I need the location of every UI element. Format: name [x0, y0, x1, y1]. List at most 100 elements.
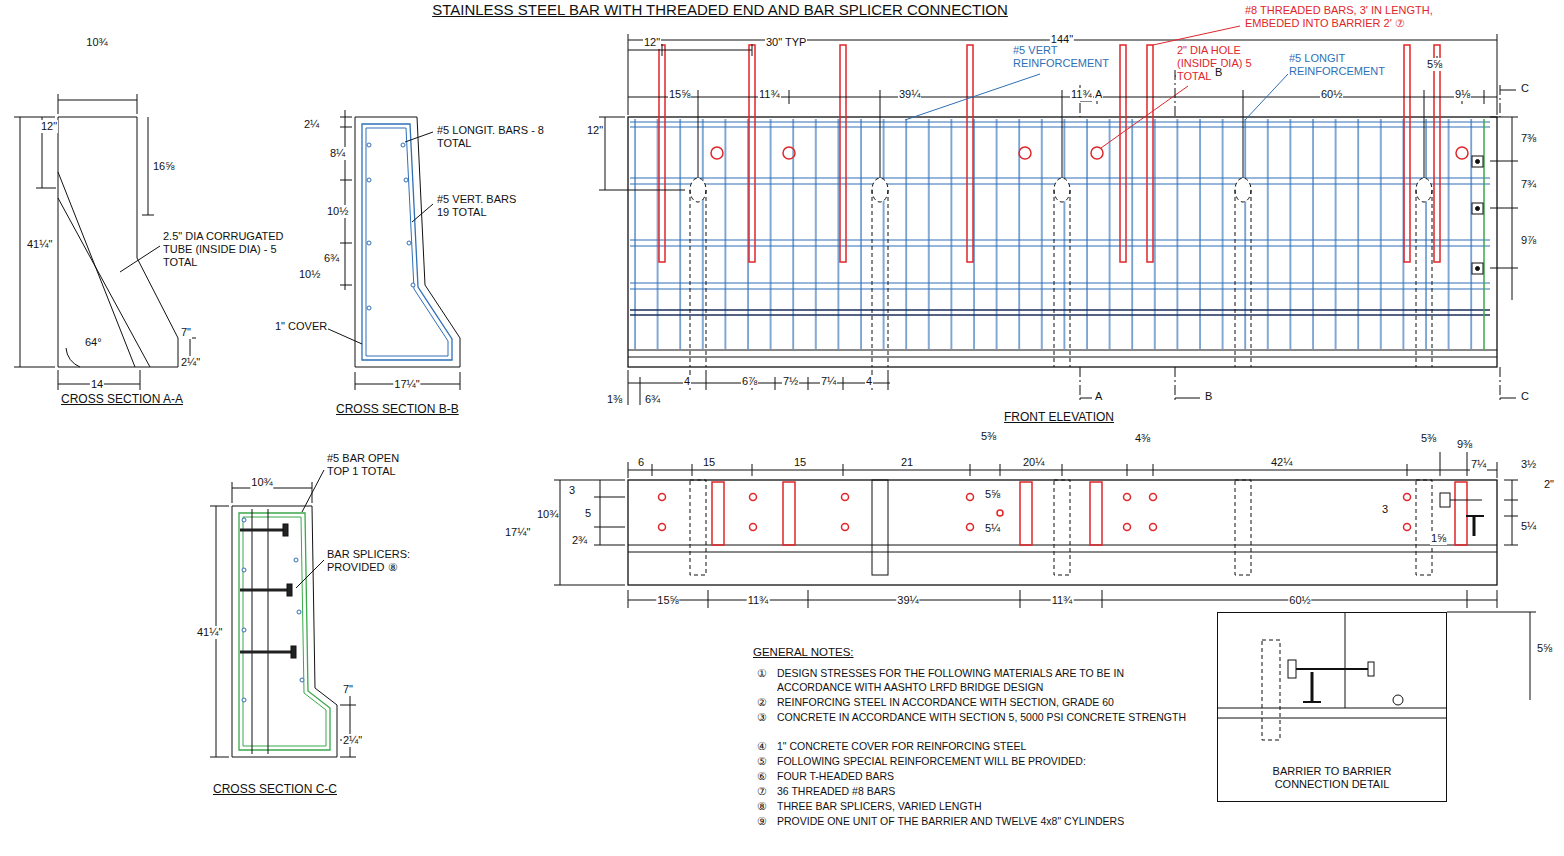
dimension-text: 7⅜	[1520, 132, 1537, 145]
callout-text: #8 THREADED BARS, 3' IN LENGTH, EMBEDED …	[1244, 4, 1461, 30]
dimension-text: 5	[584, 507, 592, 520]
note-text: DESIGN STRESSES FOR THE FOLLOWING MATERI…	[776, 666, 1198, 694]
dimension-text: 11¾	[758, 88, 781, 101]
callout-text: #5 VERT. BARS 19 TOTAL	[436, 193, 530, 219]
dimension-text: 3½	[1520, 458, 1537, 471]
dimension-text: 21	[900, 456, 914, 469]
note-number: ①	[756, 666, 768, 680]
dimension-text: 3	[1381, 503, 1389, 516]
callout-text: #5 LONGIT REINFORCEMENT	[1288, 52, 1398, 78]
section-title: CROSS SECTION B-B	[335, 402, 460, 416]
callout-text: #5 BAR OPEN TOP 1 TOTAL	[326, 452, 406, 478]
dimension-text: 6¾	[323, 252, 340, 265]
dimension-text: 9⅛	[1454, 88, 1471, 101]
dimension-text: 10½	[298, 268, 321, 281]
plan-view	[554, 452, 1518, 608]
dimension-text: 7"	[180, 326, 192, 339]
dimension-text: 11¾	[747, 594, 770, 607]
note-number: ⑤	[756, 754, 768, 768]
dimension-text: 17¼"	[504, 526, 531, 539]
callout-text: #5 LONGIT. BARS - 8 TOTAL	[436, 124, 550, 150]
note-number: ③	[756, 710, 768, 724]
dimension-text: 2¼	[303, 118, 320, 131]
notes-heading: GENERAL NOTES:	[752, 646, 855, 660]
dimension-text: 20¼	[1022, 456, 1045, 469]
dimension-text: 6¾	[644, 393, 661, 406]
dimension-text: 6	[637, 456, 645, 469]
dimension-text: 4	[683, 375, 691, 388]
dimension-text: 2¼"	[342, 734, 363, 747]
dimension-text: 14	[90, 378, 104, 391]
dimension-text: 7½	[782, 375, 799, 388]
note-text: CONCRETE IN ACCORDANCE WITH SECTION 5, 5…	[776, 710, 1198, 724]
dimension-text: 60½	[1320, 88, 1343, 101]
note-number: ②	[756, 695, 768, 709]
dimension-text: 39¼	[896, 594, 919, 607]
dimension-text: 5⅝	[1426, 58, 1443, 71]
dimension-text: 4	[865, 375, 873, 388]
callout-text: BAR SPLICERS: PROVIDED ⑧	[326, 548, 430, 574]
note-number: ④	[756, 739, 768, 753]
dimension-text: 7¼	[1470, 458, 1487, 471]
dimension-text: 5¼	[984, 522, 1001, 535]
dimension-text: 9⅞	[1520, 234, 1537, 247]
dimension-text: 30" TYP	[765, 36, 807, 49]
dimension-text: 15	[702, 456, 716, 469]
section-mark: A	[1094, 88, 1103, 101]
dimension-text: 16⅝	[152, 160, 175, 173]
note-text: FOLLOWING SPECIAL REINFORCEMENT WILL BE …	[776, 754, 1198, 768]
dimension-text: 11¾	[1070, 88, 1093, 101]
dimension-text: 7¾	[1520, 178, 1537, 191]
note-text: THREE BAR SPLICERS, VARIED LENGTH	[776, 799, 1198, 813]
dimension-text: 12"	[643, 36, 661, 49]
connection-detail-drawing	[1217, 612, 1536, 740]
dimension-text: 2"	[1543, 478, 1555, 491]
note-number: ⑨	[756, 814, 768, 828]
dimension-text: 5⅜	[980, 430, 997, 443]
dimension-text: 5⅝	[1536, 642, 1553, 655]
dimension-text: 15	[793, 456, 807, 469]
dimension-text: 42¼	[1270, 456, 1293, 469]
section-mark: C	[1520, 390, 1530, 403]
section-c-c	[210, 470, 356, 757]
dimension-text: 10¾	[250, 476, 273, 489]
dimension-text: 2¼"	[180, 356, 201, 369]
dimension-text: 41¼"	[196, 626, 223, 639]
dimension-text: 5⅜	[1420, 432, 1437, 445]
detail-title: BARRIER TO BARRIER CONNECTION DETAIL	[1257, 765, 1407, 791]
dimension-text: 10¾	[536, 508, 559, 521]
dimension-text: 10¾	[85, 36, 108, 49]
note-number: ⑦	[756, 784, 768, 798]
section-title: CROSS SECTION C-C	[212, 782, 338, 796]
section-title: CROSS SECTION A-A	[60, 392, 184, 406]
section-mark: C	[1520, 82, 1530, 95]
dimension-text: 1⅜	[606, 393, 623, 406]
note-text: 1" CONCRETE COVER FOR REINFORCING STEEL	[776, 739, 1198, 753]
drawing-title: STAINLESS STEEL BAR WITH THREADED END AN…	[431, 1, 1009, 19]
callout-text: #5 VERT REINFORCEMENT	[1012, 44, 1116, 70]
dimension-text: 8¼	[329, 147, 346, 160]
dimension-text: 2¾	[571, 534, 588, 547]
detail-box: BARRIER TO BARRIER CONNECTION DETAIL	[1217, 612, 1447, 802]
dimension-text: 10½	[326, 205, 349, 218]
section-mark: A	[1094, 390, 1103, 403]
dimension-text: 4⅜	[1134, 432, 1151, 445]
dimension-text: 41¼"	[26, 238, 53, 251]
dimension-text: 12"	[586, 124, 604, 137]
section-b-b	[326, 110, 460, 390]
section-mark: B	[1214, 66, 1223, 79]
callout-text: 1" COVER	[274, 320, 328, 333]
callout-text: 2.5" DIA CORRUGATED TUBE (INSIDE DIA) - …	[162, 230, 314, 269]
dimension-text: 11¾	[1051, 594, 1074, 607]
dimension-text: 64°	[84, 336, 103, 349]
dimension-text: 7"	[342, 683, 354, 696]
note-text: 36 THREADED #8 BARS	[776, 784, 1198, 798]
dimension-text: 9⅜	[1456, 438, 1473, 451]
dimension-text: 3	[568, 484, 576, 497]
section-mark: B	[1204, 390, 1213, 403]
dimension-text: 5¼	[1520, 520, 1537, 533]
dimension-text: 6⅞	[741, 375, 758, 388]
dimension-text: 39¼	[898, 88, 921, 101]
